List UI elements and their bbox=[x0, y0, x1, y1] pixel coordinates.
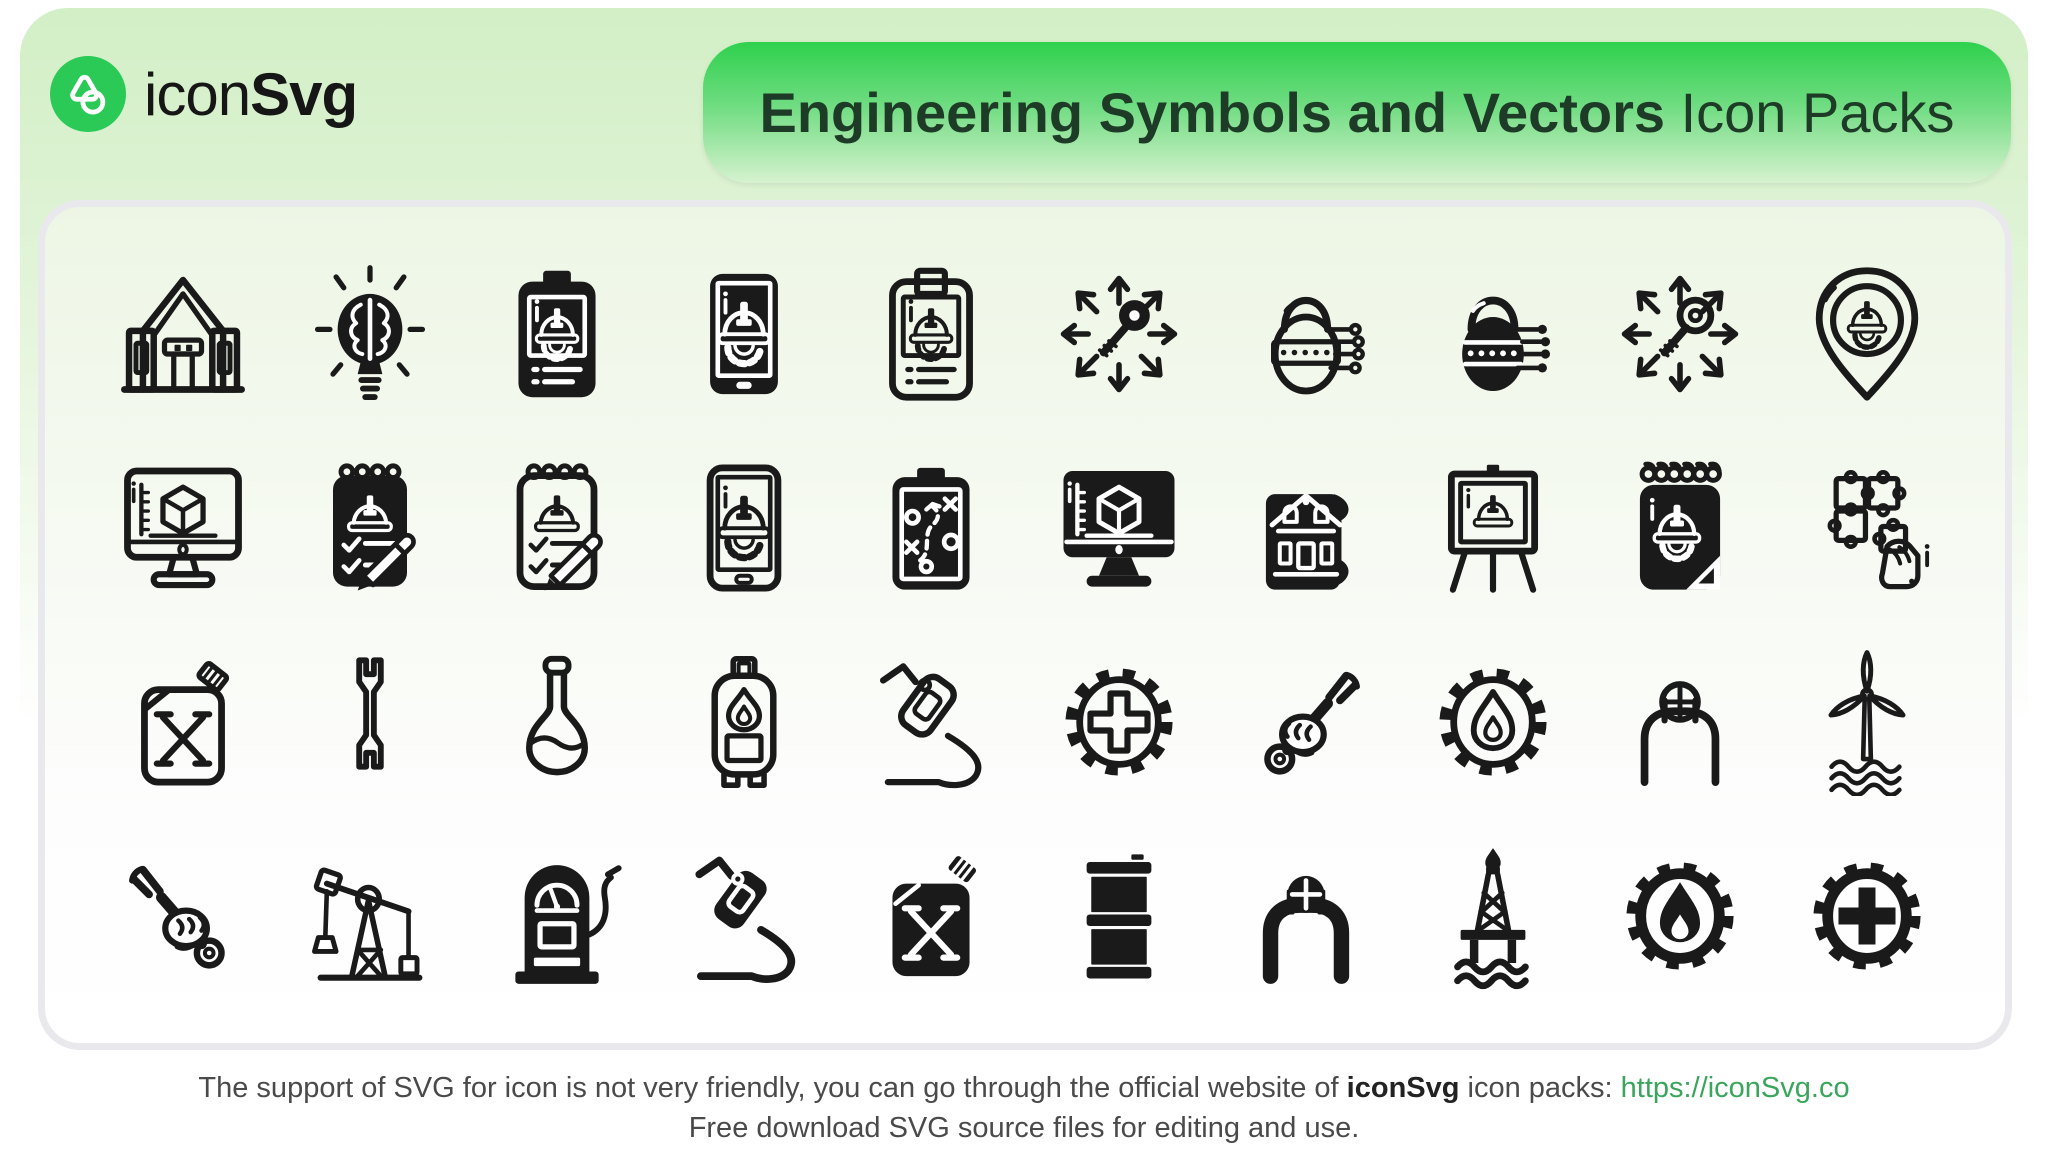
pack-title-bold: Engineering Symbols and Vectors bbox=[759, 81, 1666, 144]
engineer-notepad-filled-icon bbox=[295, 448, 445, 608]
pack-title-regular: Icon Packs bbox=[1665, 81, 1955, 144]
iconsvg-logo-icon bbox=[50, 56, 126, 132]
pipeline-valve-outline-icon bbox=[1605, 642, 1755, 802]
monitor-3d-cube-outline-icon bbox=[108, 448, 258, 608]
gas-cylinder-flame-outline-icon bbox=[669, 642, 819, 802]
brand-name-bold: Svg bbox=[250, 60, 358, 128]
padlock-circuit-outline-icon bbox=[1231, 254, 1381, 414]
monitor-3d-cube-filled-icon bbox=[1044, 448, 1194, 608]
gear-plus-filled-icon bbox=[1792, 836, 1942, 996]
hand-wrench-outline-icon bbox=[1231, 642, 1381, 802]
idea-brain-bulb-icon bbox=[295, 254, 445, 414]
footer-line-1: The support of SVG for icon is not very … bbox=[0, 1068, 2048, 1108]
fuel-nozzle-outline-icon bbox=[856, 642, 1006, 802]
engineer-tablet-filled-icon bbox=[669, 254, 819, 414]
engineer-id-badge-filled-icon bbox=[482, 254, 632, 414]
engineering-building-icon bbox=[108, 254, 258, 414]
jerrycan-outline-icon bbox=[108, 642, 258, 802]
engineer-tablet-outline-icon bbox=[669, 448, 819, 608]
footer-text-2: icon packs: bbox=[1459, 1072, 1621, 1104]
footer-text: The support of SVG for icon is not very … bbox=[198, 1072, 1347, 1104]
gear-plus-outline-icon bbox=[1044, 642, 1194, 802]
pack-title: Engineering Symbols and Vectors Icon Pac… bbox=[759, 80, 1954, 145]
engineer-easel-outline-icon bbox=[1418, 448, 1568, 608]
pack-title-banner: Engineering Symbols and Vectors Icon Pac… bbox=[703, 42, 2011, 183]
gear-flame-filled-icon bbox=[1605, 836, 1755, 996]
fuel-nozzle-filled-icon bbox=[669, 836, 819, 996]
gear-flame-outline-icon bbox=[1418, 642, 1568, 802]
wind-turbine-water-outline-icon bbox=[1792, 642, 1942, 802]
oil-pumpjack-outline-icon bbox=[295, 836, 445, 996]
fuel-pump-filled-icon bbox=[482, 836, 632, 996]
brand-wordmark: iconSvg bbox=[144, 60, 358, 129]
jerrycan-filled-icon bbox=[856, 836, 1006, 996]
offshore-rig-filled-icon bbox=[1418, 836, 1568, 996]
pipeline-valve-filled-icon bbox=[1231, 836, 1381, 996]
footer-line-2: Free download SVG source files for editi… bbox=[688, 1112, 1360, 1144]
wrench-outline-icon bbox=[295, 642, 445, 802]
engineer-notepad-outline-icon bbox=[482, 448, 632, 608]
flask-outline-icon bbox=[482, 642, 632, 802]
padlock-circuit-filled-icon bbox=[1418, 254, 1568, 414]
site-logo[interactable]: iconSvg bbox=[50, 56, 358, 132]
icon-pack-panel bbox=[38, 200, 2012, 1050]
strategy-clipboard-filled-icon bbox=[856, 448, 1006, 608]
engineer-id-badge-outline-icon bbox=[856, 254, 1006, 414]
oil-barrel-filled-icon bbox=[1044, 836, 1194, 996]
engineer-calendar-filled-icon bbox=[1605, 448, 1755, 608]
key-direction-arrows-outline-icon bbox=[1605, 254, 1755, 414]
footer-brand: iconSvg bbox=[1346, 1072, 1460, 1104]
footer-note: The support of SVG for icon is not very … bbox=[0, 1068, 2048, 1148]
brand-name-regular: icon bbox=[144, 60, 251, 128]
hand-puzzle-outline-icon bbox=[1792, 448, 1942, 608]
key-direction-arrows-filled-icon bbox=[1044, 254, 1194, 414]
icon-grid bbox=[45, 207, 2005, 1043]
hand-wrench-alt-outline-icon bbox=[108, 836, 258, 996]
iconsvg-link[interactable]: https://iconSvg.co bbox=[1620, 1072, 1850, 1104]
house-blueprint-filled-icon bbox=[1231, 448, 1381, 608]
engineer-location-pin-icon bbox=[1792, 254, 1942, 414]
